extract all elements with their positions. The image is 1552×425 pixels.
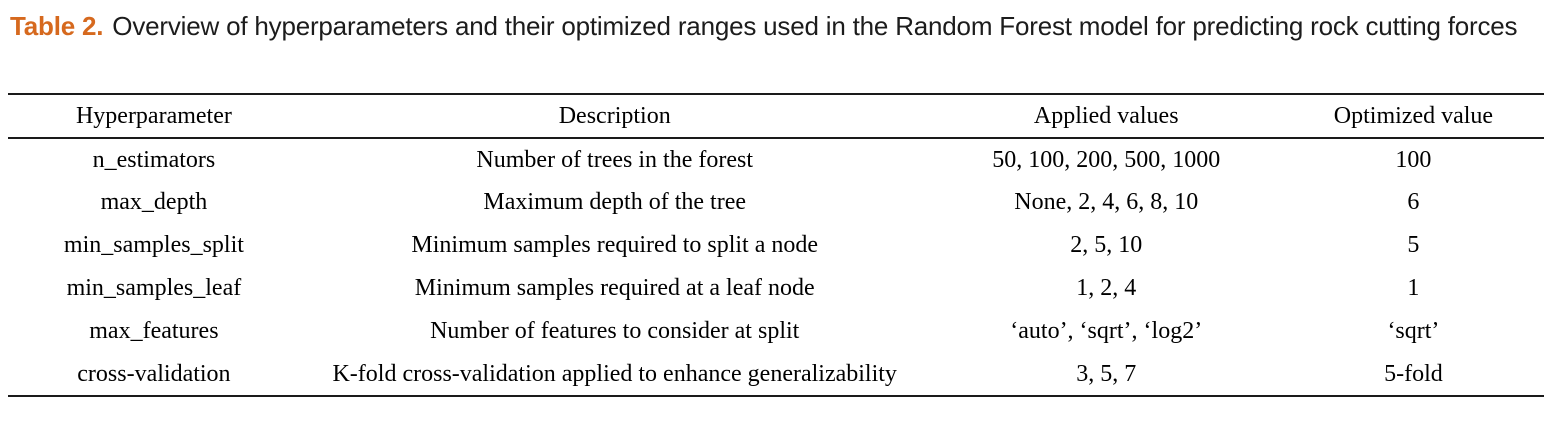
cell-applied-values: 50, 100, 200, 500, 1000 xyxy=(992,146,1221,173)
table-header-row: Hyperparameter Description Applied value… xyxy=(8,94,1544,139)
cell-hyperparameter: max_features xyxy=(89,318,219,344)
cell-description: K-fold cross-validation applied to enhan… xyxy=(332,360,897,387)
header-cell-hyperparameter: Hyperparameter xyxy=(8,94,300,139)
hyperparameter-table: Hyperparameter Description Applied value… xyxy=(8,93,1544,397)
cell-applied-values: 1, 2, 4 xyxy=(1076,275,1137,301)
cell-hyperparameter: min_samples_leaf xyxy=(66,275,242,301)
cell-description: Minimum samples required at a leaf node xyxy=(414,275,815,301)
table-row: cross-validation K-fold cross-validation… xyxy=(8,353,1544,396)
table-caption: Table 2. Overview of hyperparameters and… xyxy=(0,0,1552,42)
cell-optimized-value: 5 xyxy=(1407,232,1420,258)
table-row: n_estimators Number of trees in the fore… xyxy=(8,138,1544,181)
cell-hyperparameter: cross-validation xyxy=(77,360,231,387)
cell-description: Number of features to consider at split xyxy=(430,318,800,344)
table-caption-text: Overview of hyperparameters and their op… xyxy=(112,11,1518,41)
cell-applied-values: 2, 5, 10 xyxy=(1070,232,1143,258)
table-row: max_depth Maximum depth of the tree None… xyxy=(8,181,1544,224)
cell-optimized-value: 1 xyxy=(1407,275,1420,301)
table-row: min_samples_leaf Minimum samples require… xyxy=(8,267,1544,310)
header-cell-description: Description xyxy=(299,94,930,139)
table-row: min_samples_split Minimum samples requir… xyxy=(8,224,1544,267)
cell-hyperparameter: n_estimators xyxy=(92,146,216,173)
table-row: max_features Number of features to consi… xyxy=(8,310,1544,353)
cell-applied-values: None, 2, 4, 6, 8, 10 xyxy=(1014,189,1199,215)
table-body: n_estimators Number of trees in the fore… xyxy=(8,138,1544,396)
cell-description: Minimum samples required to split a node xyxy=(411,232,819,258)
cell-description: Maximum depth of the tree xyxy=(483,189,746,215)
cell-applied-values: 3, 5, 7 xyxy=(1076,360,1137,387)
header-cell-applied-values: Applied values xyxy=(929,94,1283,139)
cell-hyperparameter: max_depth xyxy=(100,189,208,215)
table-header: Hyperparameter Description Applied value… xyxy=(8,94,1544,139)
hyperparameter-table-wrapper: Hyperparameter Description Applied value… xyxy=(8,93,1544,397)
cell-optimized-value: 5-fold xyxy=(1384,360,1443,387)
cell-optimized-value: 100 xyxy=(1395,146,1432,173)
header-cell-optimized-value: Optimized value xyxy=(1282,94,1544,139)
cell-hyperparameter: min_samples_split xyxy=(63,232,244,258)
cell-optimized-value: 6 xyxy=(1407,189,1420,215)
cell-optimized-value: ‘sqrt’ xyxy=(1387,318,1440,344)
table-caption-label: Table 2. xyxy=(10,11,104,41)
cell-description: Number of trees in the forest xyxy=(476,146,753,173)
cell-applied-values: ‘auto’, ‘sqrt’, ‘log2’ xyxy=(1010,318,1203,344)
